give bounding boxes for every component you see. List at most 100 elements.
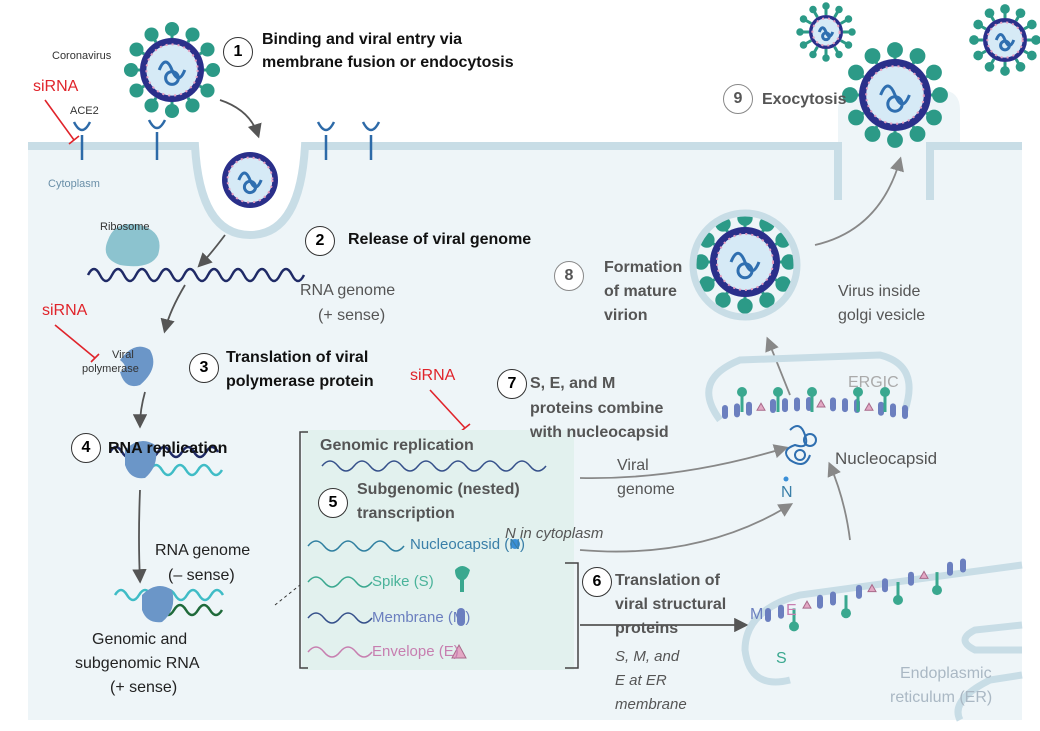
step-6-note-2: E at ER bbox=[615, 672, 667, 689]
step-4-number: 4 bbox=[71, 433, 101, 463]
envelope-protein bbox=[802, 600, 812, 609]
step-9-title: Exocytosis bbox=[762, 91, 847, 108]
membrane-protein bbox=[882, 578, 888, 593]
step-7-title-2: proteins combine bbox=[530, 400, 664, 417]
er-label-1: Endoplasmic bbox=[900, 665, 992, 682]
rna-minus-label-2: (– sense) bbox=[168, 567, 235, 584]
membrane-protein bbox=[960, 558, 966, 573]
membrane-protein bbox=[817, 594, 823, 609]
membrane-protein bbox=[908, 571, 914, 586]
golgi-vesicle bbox=[689, 209, 801, 321]
connector-dashed bbox=[274, 584, 301, 606]
virus-golgi-label-2: golgi vesicle bbox=[838, 307, 926, 324]
er-membrane bbox=[741, 561, 1023, 722]
spike-protein bbox=[893, 582, 903, 605]
step-1-title-1: Binding and viral entry via bbox=[262, 31, 463, 48]
exocytosed-virus bbox=[842, 42, 948, 148]
envelope-protein bbox=[867, 583, 877, 593]
step-6-title-2: viral structural bbox=[615, 596, 727, 613]
step-3-title-1: Translation of viral bbox=[226, 349, 369, 366]
sirna-inhibition-lines bbox=[44, 99, 471, 433]
step-6-note-3: membrane bbox=[615, 696, 687, 713]
sirna-label-replication: siRNA bbox=[410, 367, 456, 384]
envelope-protein bbox=[756, 402, 766, 411]
envelope-protein-icon bbox=[451, 643, 467, 659]
membrane-protein bbox=[890, 403, 896, 418]
viral-polymerase-label-1: Viral bbox=[112, 349, 134, 361]
ribosome bbox=[105, 224, 160, 267]
membrane-protein bbox=[794, 397, 800, 412]
nucleocapsid-complex bbox=[785, 425, 817, 465]
n-label: N bbox=[781, 484, 793, 501]
step-5-title-1: Subgenomic (nested) bbox=[357, 481, 520, 498]
n-in-cytoplasm-label: N in cytoplasm bbox=[505, 525, 604, 542]
cytoplasm-label: Cytoplasm bbox=[48, 178, 100, 190]
genomic-rna-label-2: subgenomic RNA bbox=[75, 655, 200, 672]
membrane-protein bbox=[842, 398, 848, 413]
membrane-protein bbox=[856, 584, 862, 599]
rna-minus-label-1: RNA genome bbox=[155, 542, 251, 559]
membrane-protein bbox=[902, 405, 908, 419]
viral-polymerase bbox=[120, 346, 154, 387]
step-1-number: 1 bbox=[223, 37, 253, 67]
spike-protein bbox=[773, 387, 783, 412]
step-8-number: 8 bbox=[554, 261, 584, 291]
spike-protein bbox=[932, 572, 942, 596]
step-7-title-3: with nucleocapsid bbox=[530, 424, 669, 441]
plasma-membrane bbox=[28, 142, 1022, 240]
virion-in-golgi bbox=[693, 210, 797, 314]
genomic-rna-label-3: (+ sense) bbox=[110, 679, 178, 696]
membrane-protein bbox=[947, 561, 953, 576]
membrane-protein bbox=[722, 405, 728, 419]
spike-protein bbox=[880, 387, 890, 412]
genomic-replication-label: Genomic replication bbox=[320, 437, 474, 454]
viral-genome-label-1: Viral bbox=[617, 457, 649, 474]
step-1-title-2: membrane fusion or endocytosis bbox=[262, 54, 514, 71]
process-arrows bbox=[132, 99, 749, 633]
spike-protein bbox=[853, 387, 863, 412]
released-virus-2 bbox=[969, 4, 1040, 76]
envelope-protein bbox=[919, 570, 929, 579]
membrane-protein bbox=[746, 401, 752, 416]
membrane-protein bbox=[770, 399, 776, 414]
spike-protein-icon bbox=[455, 566, 470, 592]
nucleocapsid-protein-icon bbox=[510, 539, 520, 549]
sirna-label-polymerase: siRNA bbox=[42, 302, 88, 319]
released-virus-1 bbox=[796, 2, 856, 62]
step-6-number: 6 bbox=[582, 567, 612, 597]
step-7-title-1: S, E, and M bbox=[530, 375, 616, 392]
transcript-envelope: Envelope (E) bbox=[372, 643, 459, 660]
step-6-title-3: proteins bbox=[615, 620, 679, 637]
step-2-number: 2 bbox=[305, 226, 335, 256]
step-8-title-2: of mature bbox=[604, 283, 677, 300]
step-6-title-1: Translation of bbox=[615, 572, 720, 589]
membrane-protein bbox=[830, 591, 836, 606]
step-7-number: 7 bbox=[497, 369, 527, 399]
coronavirus-particle bbox=[123, 21, 221, 119]
step-9-number: 9 bbox=[723, 84, 753, 114]
transcript-nucleocapsid: Nucleocapsid (N) bbox=[410, 536, 526, 553]
virus-golgi-label-1: Virus inside bbox=[838, 283, 921, 300]
rna-plus-label-1: RNA genome bbox=[300, 282, 396, 299]
step-3-number: 3 bbox=[189, 353, 219, 383]
genomic-rna-label-1: Genomic and bbox=[92, 631, 188, 648]
ace2-receptors bbox=[72, 119, 381, 160]
envelope-protein bbox=[864, 402, 874, 411]
rna-genome-strand bbox=[86, 267, 306, 283]
step-6-note-1: S, M, and bbox=[615, 648, 680, 665]
s-label: S bbox=[776, 650, 787, 667]
nucleocapsid-label: Nucleocapsid bbox=[835, 449, 938, 468]
transcript-membrane: Membrane (M) bbox=[372, 609, 471, 626]
rna-plus-label-2: (+ sense) bbox=[318, 307, 386, 324]
membrane-protein bbox=[782, 398, 788, 413]
step-2-title: Release of viral genome bbox=[348, 231, 532, 248]
membrane-protein bbox=[734, 403, 740, 418]
membrane-protein bbox=[878, 401, 884, 416]
membrane-protein-icon bbox=[457, 608, 465, 626]
viral-polymerase-label-2: polymerase bbox=[82, 363, 139, 375]
ribosome-label: Ribosome bbox=[100, 221, 150, 233]
coronavirus-label: Coronavirus bbox=[52, 50, 112, 62]
m-label: M bbox=[750, 606, 764, 623]
